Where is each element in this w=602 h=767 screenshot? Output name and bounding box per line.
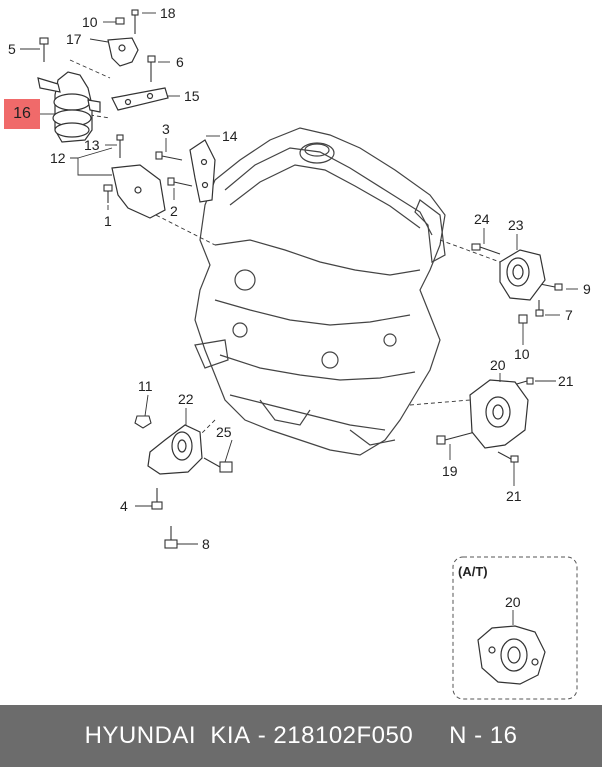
at-inset: (A/T) 20 <box>452 556 578 700</box>
bracket-part-14 <box>189 139 216 203</box>
dashed-leaders <box>69 59 501 441</box>
callout-numbers: 5 10 18 17 6 15 13 12 3 14 2 1 24 23 9 7… <box>8 5 591 552</box>
callout-6: 6 <box>176 54 184 70</box>
callout-9: 9 <box>583 281 591 297</box>
at-inset-border <box>452 556 578 700</box>
callout-2: 2 <box>170 203 178 219</box>
footer-separator: - <box>250 722 274 749</box>
callout-4: 4 <box>120 498 128 514</box>
bracket-part-12 <box>111 164 166 219</box>
callout-16: 16 <box>13 105 31 122</box>
mount-part-20 <box>469 379 529 449</box>
footer-part-number: 218102F050 <box>273 722 414 749</box>
engine-mount-diagram: 5 10 18 17 6 15 13 12 3 14 2 1 24 23 9 7… <box>8 5 591 700</box>
callout-24: 24 <box>474 211 490 227</box>
callout-13: 13 <box>84 137 100 153</box>
callout-18: 18 <box>160 5 176 21</box>
callout-20-inset: 20 <box>505 594 521 610</box>
callout-8: 8 <box>202 536 210 552</box>
mount-part-23 <box>499 249 546 301</box>
callout-22: 22 <box>178 391 194 407</box>
footer-page-ref: N - 16 <box>449 722 518 749</box>
bolts <box>39 9 563 549</box>
callout-14: 14 <box>222 128 238 144</box>
callout-10-top: 10 <box>82 14 98 30</box>
footer-bar: HYUNDAI KIA - 218102F050 N - 16 <box>0 705 602 767</box>
callout-10-lower: 10 <box>514 346 530 362</box>
at-inset-label: (A/T) <box>458 564 488 579</box>
mount-part-22 <box>147 424 203 475</box>
callout-21-lower: 21 <box>506 488 522 504</box>
engine-block-drawing <box>194 127 446 456</box>
callout-5: 5 <box>8 41 16 57</box>
callout-3: 3 <box>162 121 170 137</box>
callout-leaders <box>20 12 578 625</box>
callout-19: 19 <box>442 463 458 479</box>
callout-23: 23 <box>508 217 524 233</box>
callout-11: 11 <box>138 378 153 394</box>
callout-17: 17 <box>66 31 82 47</box>
footer-brand: HYUNDAI KIA <box>84 722 251 749</box>
footer-spacer <box>413 722 449 750</box>
callout-20-main: 20 <box>490 357 506 373</box>
callout-25: 25 <box>216 424 232 440</box>
bracket-part-15 <box>111 87 169 111</box>
callout-12: 12 <box>50 150 66 166</box>
highlight-callout-16-box <box>4 99 40 129</box>
bracket-part-17 <box>107 37 139 67</box>
engine-mount-part-16 <box>37 71 101 143</box>
mount-part-20-at <box>477 625 546 685</box>
callout-15: 15 <box>184 88 200 104</box>
callout-7: 7 <box>565 307 573 323</box>
callout-1: 1 <box>104 213 112 229</box>
callout-21-top: 21 <box>558 373 574 389</box>
